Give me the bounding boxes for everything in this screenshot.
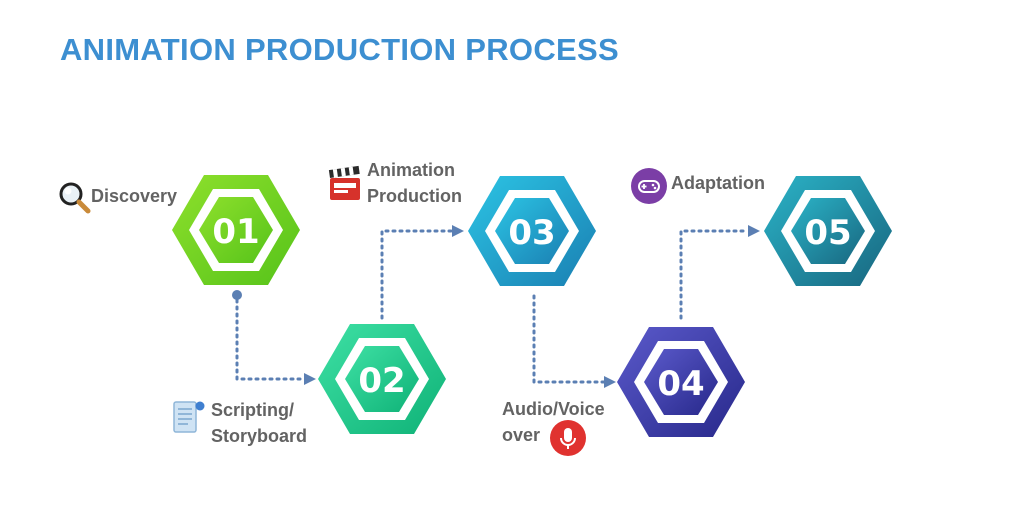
hexagon-04: 04 <box>617 327 745 437</box>
connector-03-04 <box>532 294 606 384</box>
arrow-to-03 <box>452 225 464 237</box>
step-number-03: 03 <box>508 213 555 253</box>
hexagon-03: 03 <box>468 176 596 286</box>
hexagon-02: 02 <box>318 324 446 434</box>
connector-02-03 <box>380 229 454 320</box>
step-number-04: 04 <box>657 364 704 404</box>
magnifier-icon <box>59 182 91 214</box>
step-number-01: 01 <box>212 212 259 252</box>
connector-start-dot <box>232 290 242 300</box>
step-label-05: Adaptation <box>671 173 765 193</box>
step-label-03: Animation Production <box>367 160 462 206</box>
page-title: ANIMATION PRODUCTION PROCESS <box>60 32 619 67</box>
connector-01-02 <box>235 298 306 381</box>
hexagon-05: 05 <box>764 176 892 286</box>
arrow-to-05 <box>748 225 760 237</box>
microphone-icon <box>550 420 586 456</box>
scroll-icon <box>173 401 205 433</box>
connector-04-05 <box>679 229 750 320</box>
step-number-02: 02 <box>358 361 405 401</box>
connector-markers <box>232 225 760 388</box>
hexagon-01: 01 <box>172 175 300 285</box>
clapperboard-icon <box>328 165 360 200</box>
arrow-to-04 <box>604 376 616 388</box>
step-label-02: Scripting/ Storyboard <box>211 400 308 446</box>
step-number-05: 05 <box>804 213 851 253</box>
connectors <box>235 229 750 384</box>
arrow-to-02 <box>304 373 316 385</box>
step-label-01: Discovery <box>91 186 178 206</box>
gamepad-icon <box>631 168 667 204</box>
step-label-04: Audio/Voice over <box>502 399 605 445</box>
